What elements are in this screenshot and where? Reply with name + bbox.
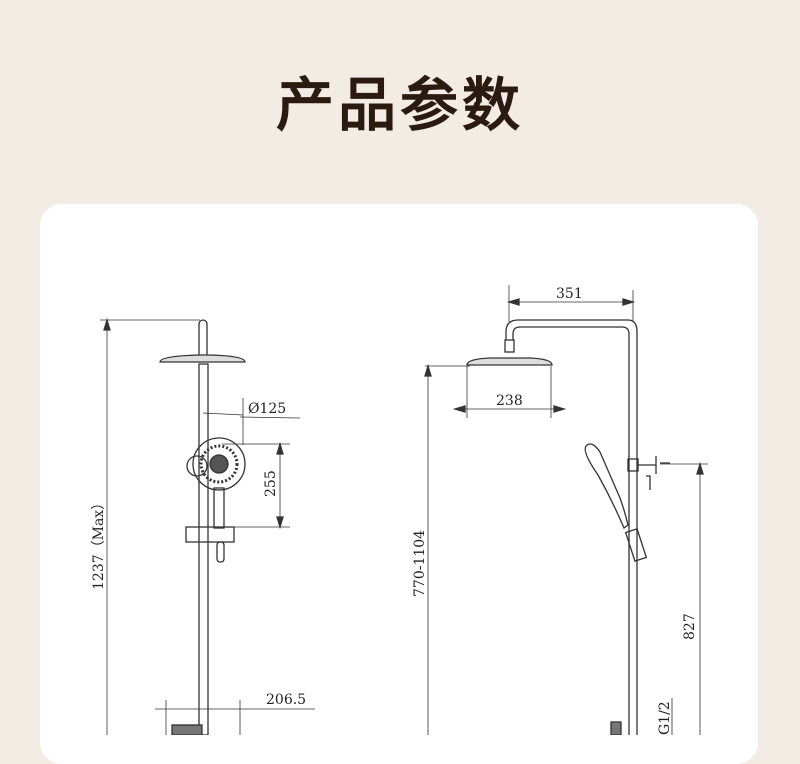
spec-card — [40, 204, 758, 764]
side-view-drawing — [100, 317, 315, 735]
label-inlet-height: 827 — [682, 613, 698, 640]
front-view-drawing — [424, 285, 708, 735]
label-hand-shower-length: 255 — [263, 470, 279, 497]
label-bottom-width: 206.5 — [266, 692, 306, 708]
page-title: 产品参数 — [275, 71, 524, 139]
label-arm-length: 351 — [556, 286, 583, 302]
label-thread: G1/2 — [657, 701, 673, 735]
label-total-height: 1237（Max） — [91, 496, 107, 590]
label-height-range: 770-1104 — [412, 530, 428, 597]
label-hand-shower-diameter: Ø125 — [248, 401, 286, 417]
technical-drawing: 1237（Max） Ø125 255 206.5 351 238 770-110… — [91, 285, 708, 735]
label-head-diameter: 238 — [496, 393, 523, 409]
